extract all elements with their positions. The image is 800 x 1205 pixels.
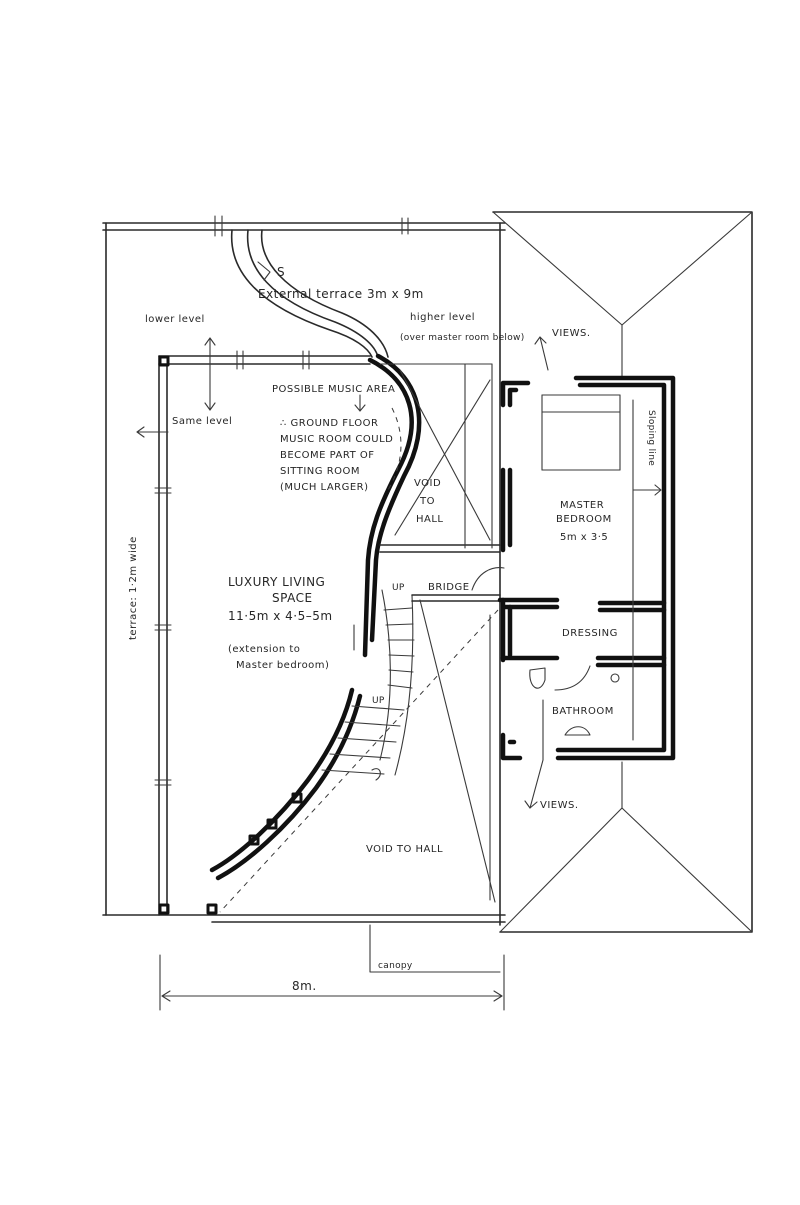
label-master-bedroom: MASTER bbox=[560, 500, 604, 511]
label-up-1: UP bbox=[392, 583, 405, 593]
label-music-note-5: (MUCH LARGER) bbox=[280, 482, 369, 493]
lower-curved-wall bbox=[209, 687, 363, 881]
label-luxury-space: SPACE bbox=[272, 591, 313, 605]
label-void-1: VOID bbox=[414, 478, 441, 489]
site-outline bbox=[102, 215, 506, 926]
label-music-note-3: BECOME PART OF bbox=[280, 450, 375, 461]
label-stair-direction: S bbox=[277, 265, 285, 279]
label-music-note-2: MUSIC ROOM COULD bbox=[280, 434, 393, 445]
upper-void bbox=[379, 363, 493, 549]
label-music-note-4: SITTING ROOM bbox=[280, 466, 360, 477]
label-lower-level: lower level bbox=[145, 314, 205, 325]
label-luxury-size: 11·5m x 4·5–5m bbox=[228, 609, 333, 623]
label-up-2: UP bbox=[372, 696, 385, 706]
label-terrace-side: terrace: 1·2m wide bbox=[128, 536, 139, 640]
canopy-and-dimension bbox=[159, 924, 505, 1011]
label-luxury-living: LUXURY LIVING bbox=[228, 575, 325, 589]
curved-music-wall bbox=[362, 353, 422, 658]
label-views-bottom: VIEWS. bbox=[540, 800, 579, 811]
living-space-walls bbox=[154, 350, 371, 916]
label-master-bedroom-size: 5m x 3·5 bbox=[560, 532, 608, 543]
label-music-note-1: ∴ GROUND FLOOR bbox=[280, 418, 378, 429]
lower-void bbox=[219, 599, 499, 913]
label-dressing: DRESSING bbox=[562, 628, 618, 639]
label-music-area: POSSIBLE MUSIC AREA bbox=[272, 384, 395, 395]
label-same-level: Same level bbox=[172, 416, 232, 427]
label-bridge: BRIDGE bbox=[428, 582, 470, 593]
label-extension: (extension to bbox=[228, 644, 300, 655]
bridge bbox=[379, 544, 505, 602]
label-void-2: TO bbox=[419, 496, 435, 507]
label-higher-level-note: (over master room below) bbox=[400, 333, 525, 343]
label-higher-level: higher level bbox=[410, 312, 475, 323]
label-void-to-hall: VOID TO HALL bbox=[366, 844, 443, 855]
staircase bbox=[321, 589, 415, 781]
label-external-terrace: External terrace 3m x 9m bbox=[258, 287, 424, 301]
roof-hip-outline bbox=[492, 211, 753, 933]
terrace-steps-curve bbox=[230, 229, 389, 358]
label-views-top: VIEWS. bbox=[552, 328, 591, 339]
label-width-dimension: 8m. bbox=[292, 979, 317, 993]
label-void-3: HALL bbox=[416, 514, 444, 525]
label-bathroom: BATHROOM bbox=[552, 706, 614, 717]
master-bedroom-walls bbox=[497, 375, 676, 761]
annotations: lower level Same level terrace: 1·2m wid… bbox=[128, 265, 656, 993]
label-extension-2: Master bedroom) bbox=[236, 660, 329, 671]
label-sloping-line: Sloping line bbox=[646, 410, 656, 466]
view-arrows bbox=[136, 336, 549, 809]
label-master-bedroom-2: BEDROOM bbox=[556, 514, 612, 525]
label-canopy: canopy bbox=[378, 961, 413, 971]
